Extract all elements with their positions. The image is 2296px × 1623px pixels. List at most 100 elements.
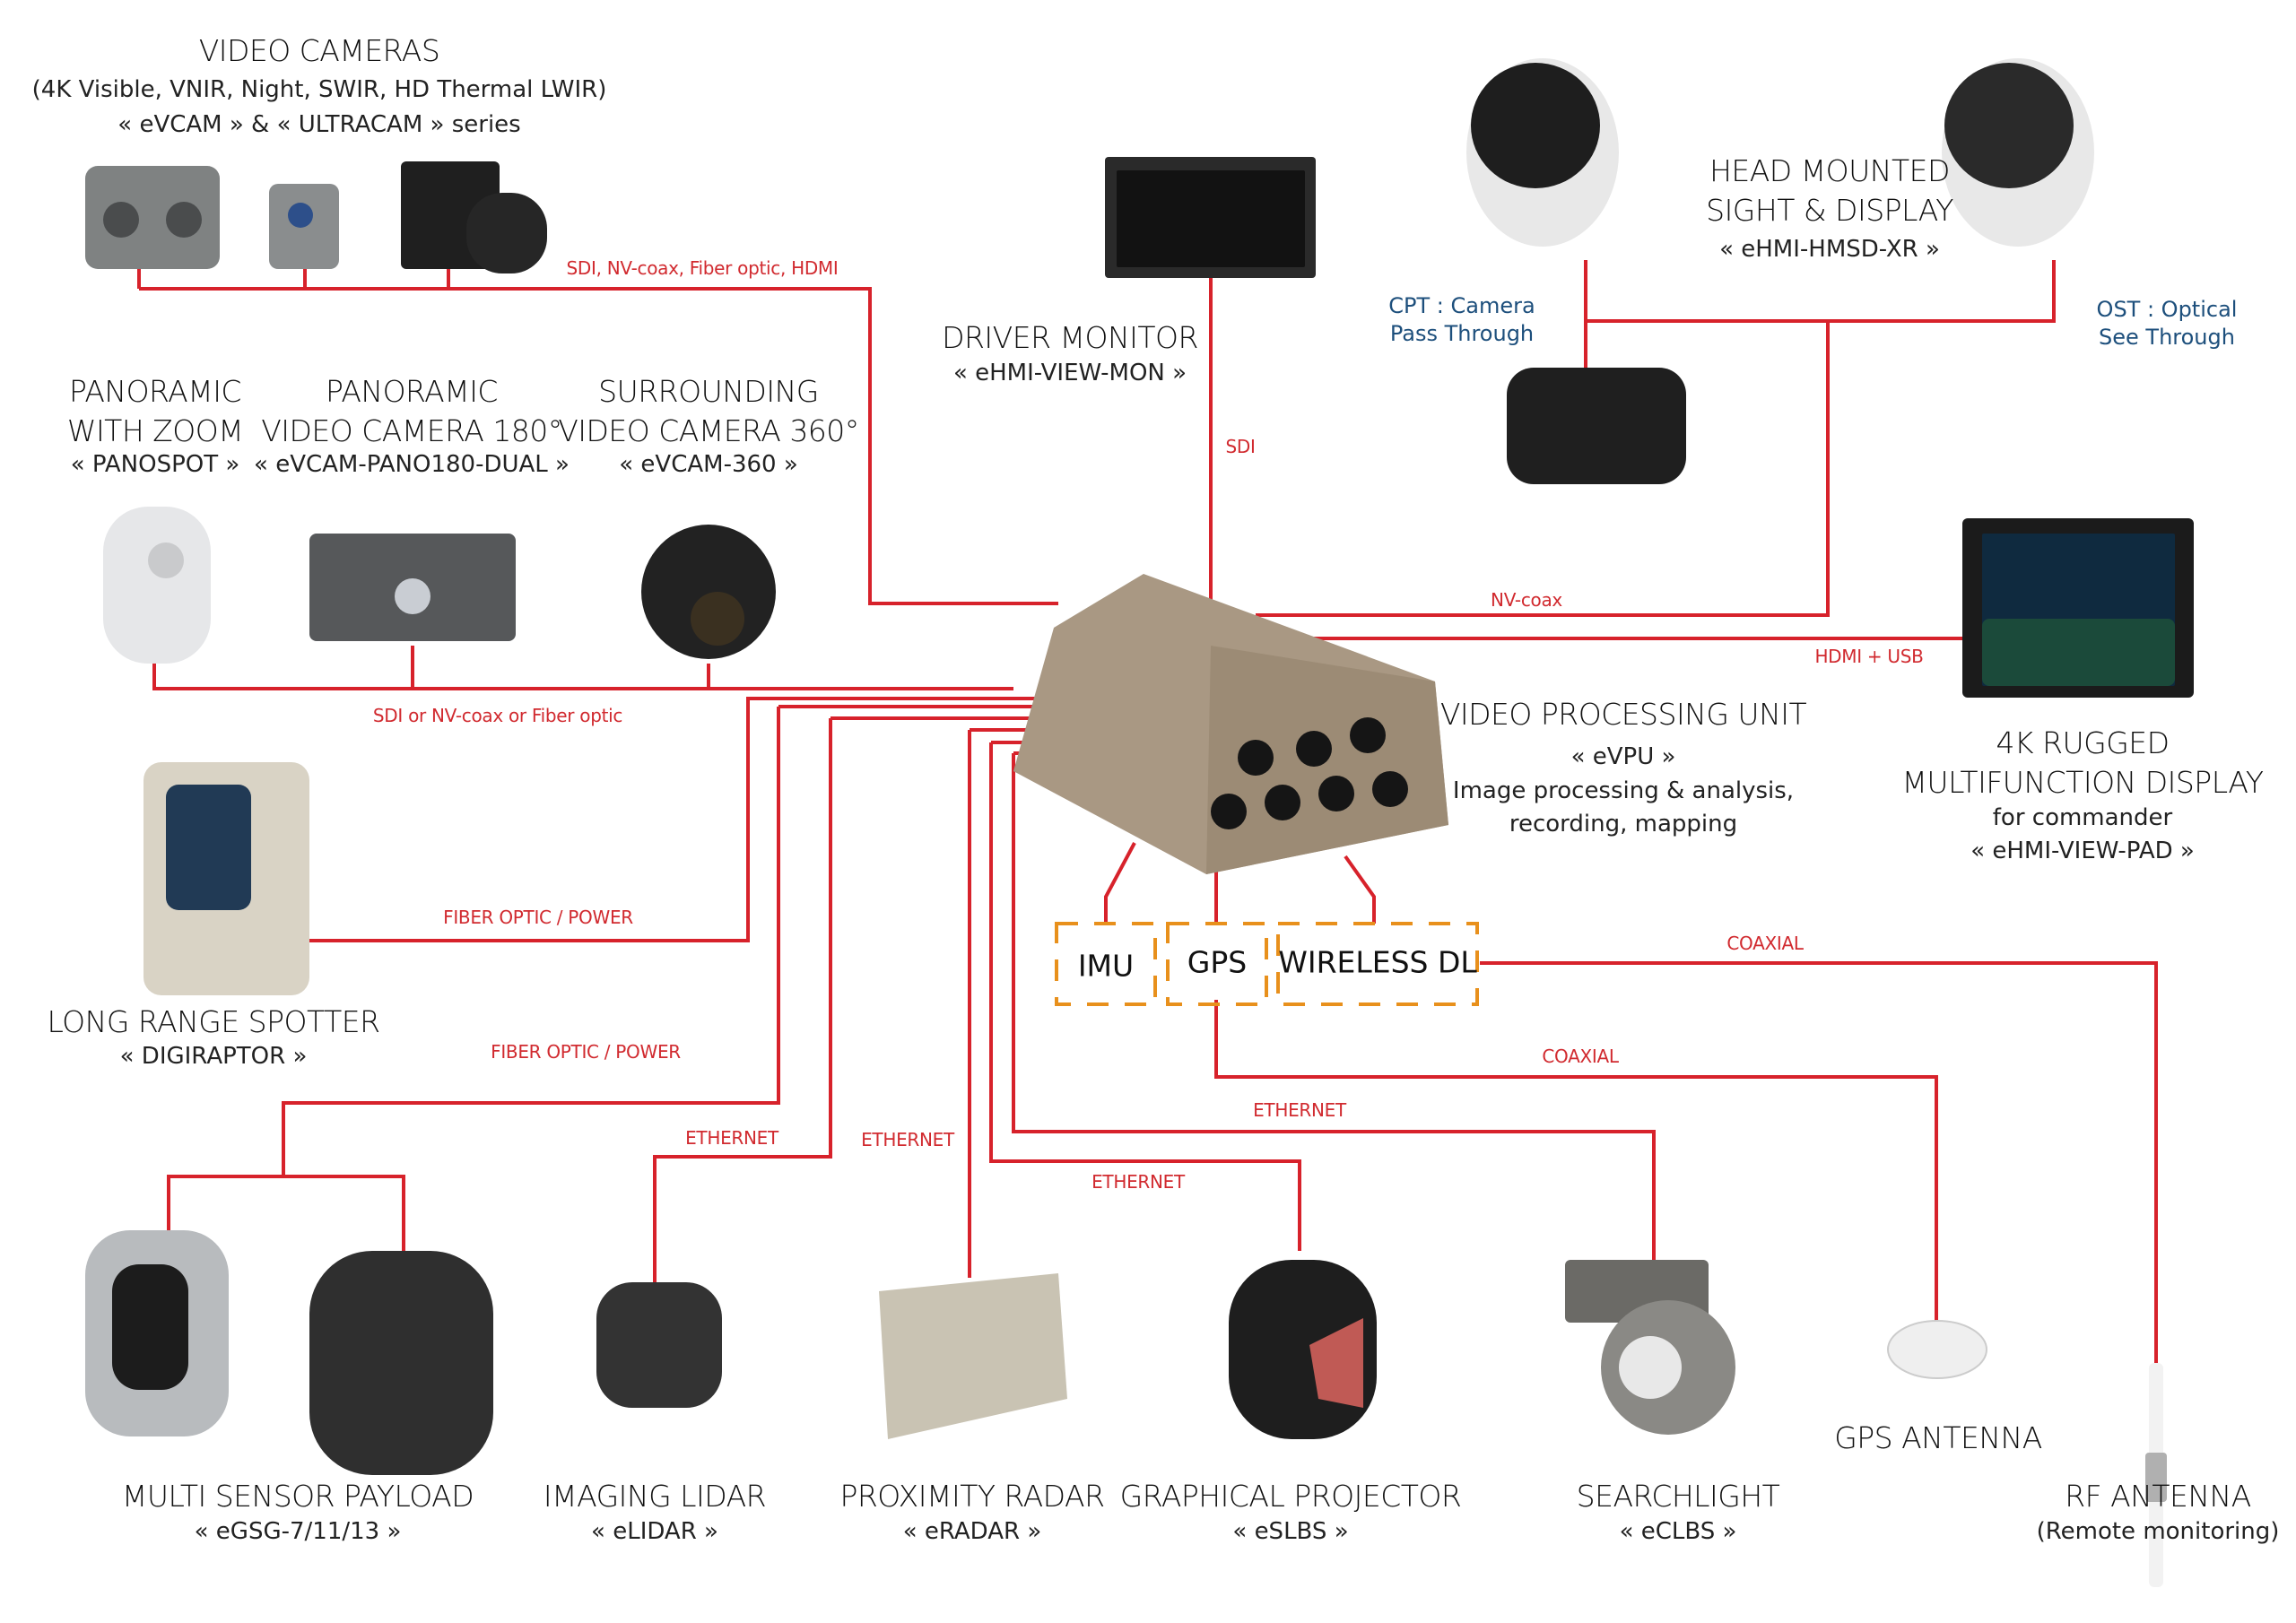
projector-title: GRAPHICAL PROJECTOR	[1119, 1479, 1462, 1514]
link-label-gps-antenna: COAXIAL	[1542, 1046, 1619, 1067]
wire-msp	[282, 707, 780, 1176]
link-label-searchlight: ETHERNET	[1253, 1099, 1346, 1121]
link-label-video-cameras: SDI, NV-coax, Fiber optic, HDMI	[566, 257, 839, 279]
wire-projector	[989, 742, 1301, 1251]
ost-note-line-1: OST : Optical	[2096, 297, 2238, 322]
wire-lidar	[653, 718, 832, 1282]
video-cameras-title: VIDEO CAMERAS	[198, 33, 440, 68]
msp-gimbal-2-icon	[309, 1251, 493, 1475]
cam360-lens	[691, 592, 744, 646]
wire-gps-antenna	[1214, 1000, 1938, 1323]
ost-note: OST : Optical See Through	[2097, 296, 2238, 352]
evpu-connector-4	[1265, 785, 1300, 820]
wire-hmsd-nv-coax	[1256, 321, 1830, 617]
msp-title: MULTI SENSOR PAYLOAD	[121, 1479, 474, 1514]
wire-evpu-imu	[1104, 842, 1136, 924]
wire-spotter	[309, 697, 1058, 942]
cpt-note-line-1: CPT : Camera	[1388, 293, 1535, 318]
wire-video-cameras	[139, 287, 1058, 605]
evpu-desc-2: recording, mapping	[1509, 811, 1738, 838]
wire-panoramic	[152, 664, 1013, 690]
evpu-model: « eVPU »	[1570, 743, 1676, 770]
projector-model: « eSLBS »	[1232, 1518, 1349, 1545]
rf-antenna-title: RF ANTENNA	[2065, 1479, 2251, 1514]
hmsd-helmet-cpt-icon	[1471, 63, 1600, 188]
projector-lens	[1309, 1318, 1363, 1408]
cam360-title-2: VIDEO CAMERA 360°	[558, 413, 859, 448]
driver-monitor-model: « eHMI-VIEW-MON »	[952, 360, 1187, 386]
rf-antenna-note: (Remote monitoring)	[2036, 1518, 2280, 1545]
searchlight-lens	[1619, 1336, 1682, 1399]
link-label-rf-antenna: COAXIAL	[1726, 933, 1804, 954]
msp-gimbal-1-window	[112, 1264, 188, 1390]
link-label-projector: ETHERNET	[1091, 1171, 1185, 1193]
link-label-spotter: FIBER OPTIC / POWER	[443, 907, 633, 928]
searchlight-model: « eCLBS »	[1619, 1518, 1737, 1545]
gps-antenna-title: GPS ANTENNA	[1834, 1420, 2042, 1455]
cam360-title-1: SURROUNDING	[598, 374, 819, 409]
video-cameras-series: « eVCAM » & « ULTRACAM » series	[117, 111, 521, 138]
module-box-2	[1276, 922, 1479, 1006]
radar-icon	[879, 1273, 1067, 1439]
evpu-connector-2	[1350, 717, 1386, 753]
panospot-title-2: WITH ZOOM	[66, 413, 244, 448]
panospot-lens	[148, 542, 184, 578]
mfd-subtitle: for commander	[1992, 804, 2173, 831]
panospot-model: « PANOSPOT »	[70, 451, 240, 478]
module-gps: GPS	[1187, 944, 1248, 980]
camera-evcam-lens-2	[166, 202, 202, 238]
cpt-note: CPT : Camera Pass Through	[1388, 292, 1535, 348]
module-wireless-dl: WIRELESS DL	[1278, 944, 1477, 980]
lidar-model: « eLIDAR »	[591, 1518, 718, 1545]
ost-note-line-2: See Through	[2099, 325, 2235, 351]
evpu-connector-5	[1318, 776, 1354, 812]
driver-monitor-screen	[1117, 170, 1305, 267]
panospot-title-1: PANORAMIC	[69, 374, 241, 409]
mfd-model: « eHMI-VIEW-PAD »	[1970, 838, 2195, 864]
hmsd-model: « eHMI-HMSD-XR »	[1719, 236, 1940, 263]
evpu-connector-6	[1372, 771, 1408, 807]
link-label-lidar: ETHERNET	[685, 1127, 778, 1149]
pano180-lens	[395, 578, 430, 614]
hmsd-helmet-ost-icon	[1944, 63, 2074, 188]
radar-title: PROXIMITY RADAR	[839, 1479, 1105, 1514]
camera-small-lens	[288, 203, 313, 228]
spotter-window	[166, 785, 251, 910]
gps-antenna-icon	[1887, 1320, 1987, 1379]
lidar-icon	[596, 1282, 722, 1408]
hmsd-title-1: HEAD MOUNTED	[1709, 153, 1950, 188]
wire-searchlight	[1012, 753, 1656, 1260]
radar-model: « eRADAR »	[902, 1518, 1042, 1545]
hmsd-title-2: SIGHT & DISPLAY	[1706, 193, 1953, 228]
video-cameras-spec: (4K Visible, VNIR, Night, SWIR, HD Therm…	[31, 76, 607, 103]
wire-evpu-wireless	[1344, 855, 1376, 924]
module-box-0	[1055, 922, 1157, 1006]
evpu-connector-3	[1211, 794, 1247, 829]
link-label-hmsd: NV-coax	[1491, 589, 1562, 611]
link-label-panoramic: SDI or NV-coax or Fiber optic	[372, 705, 623, 726]
mfd-screen-city	[1982, 619, 2175, 686]
evpu-title: VIDEO PROCESSING UNIT	[1439, 697, 1807, 732]
panospot-icon	[103, 507, 211, 664]
wire-hmsd-junction	[1584, 260, 2056, 323]
camera-evcam-icon	[85, 166, 220, 269]
module-box-1	[1166, 922, 1268, 1006]
wire-rf-antenna	[1480, 961, 2158, 1363]
cpt-note-line-2: Pass Through	[1389, 321, 1535, 347]
device-group	[85, 58, 2194, 1587]
hmsd-cpt-goggle-icon	[1507, 368, 1686, 484]
link-label-mfd: HDMI + USB	[1814, 646, 1924, 667]
camera-ultracam-lens	[466, 193, 547, 273]
mfd-title-1: 4K RUGGED	[1996, 725, 2170, 760]
link-label-msp: FIBER OPTIC / POWER	[491, 1041, 681, 1063]
searchlight-title: SEARCHLIGHT	[1576, 1479, 1780, 1514]
rf-antenna-clamp	[2145, 1453, 2167, 1502]
pano180-title-2: VIDEO CAMERA 180°	[261, 413, 562, 448]
wire-msp-split	[167, 1175, 405, 1255]
msp-model: « eGSG-7/11/13 »	[194, 1518, 402, 1545]
link-label-radar: ETHERNET	[861, 1129, 954, 1150]
pano180-model: « eVCAM-PANO180-DUAL »	[254, 451, 570, 478]
driver-monitor-title: DRIVER MONITOR	[942, 320, 1198, 355]
evpu-connector-1	[1296, 731, 1332, 767]
